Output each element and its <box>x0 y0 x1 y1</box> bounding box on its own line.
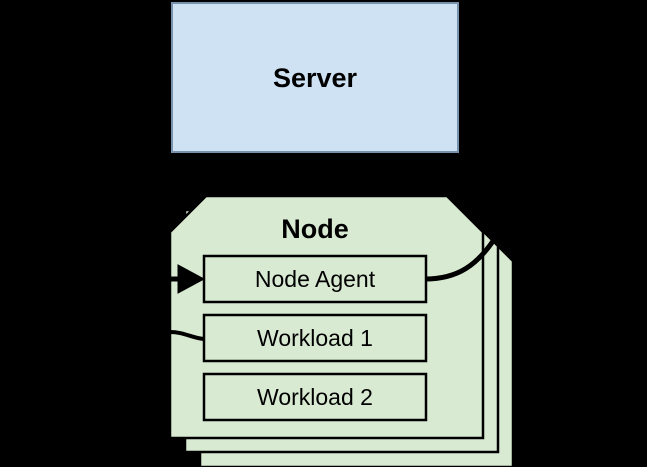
server-box[interactable] <box>171 2 459 153</box>
arrow-into-node-agent-head <box>177 264 206 294</box>
line-into-workload-1 <box>168 330 206 341</box>
workload-1-label: Workload 1 <box>257 325 373 351</box>
workload-2-box[interactable] <box>202 372 428 422</box>
workload-2-label: Workload 2 <box>257 384 373 410</box>
server-label: Server <box>273 63 358 93</box>
node-label: Node <box>281 214 349 244</box>
workload-1-box[interactable] <box>202 313 428 363</box>
node-agent-label: Node Agent <box>255 266 376 292</box>
curve-from-node-agent-right <box>422 227 503 282</box>
node-agent-box[interactable] <box>202 254 428 304</box>
